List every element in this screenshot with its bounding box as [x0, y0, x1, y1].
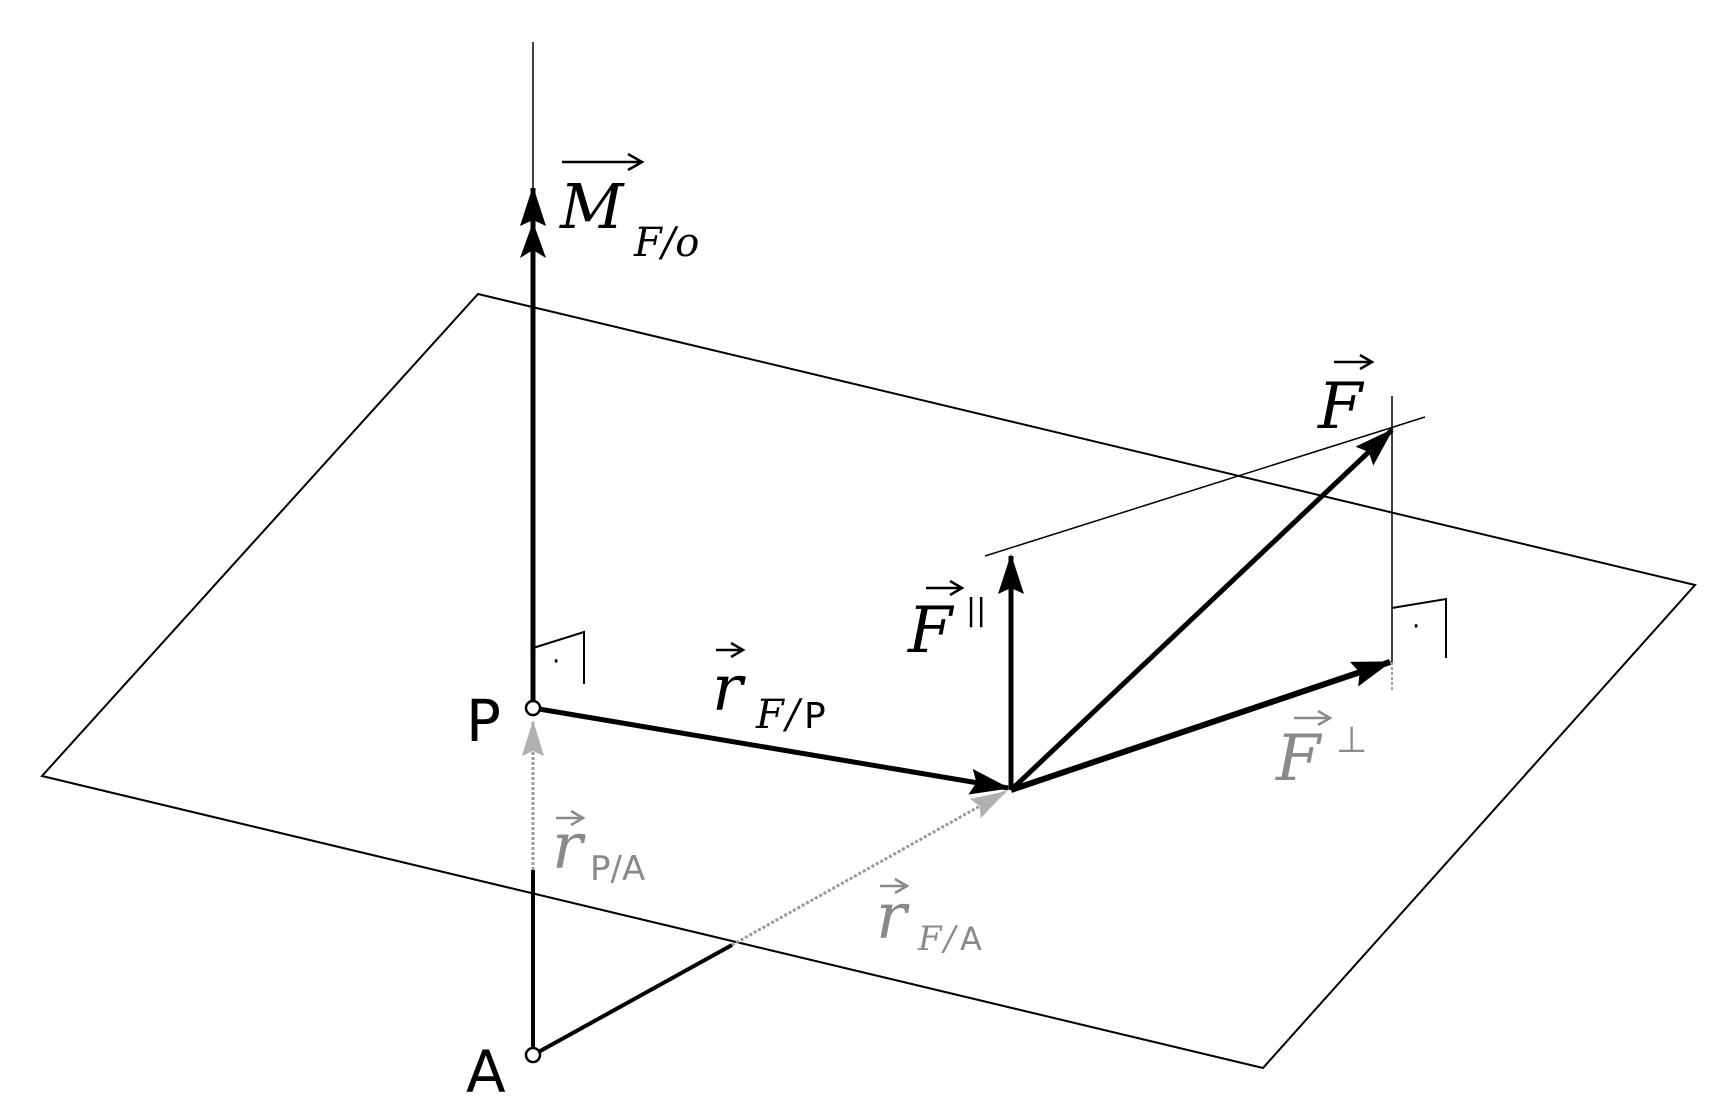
right-angle-marker-f: [1391, 597, 1447, 658]
moment-subscript: F/o: [633, 220, 699, 266]
plane: [40, 292, 1697, 1070]
moment-label: M F/o: [559, 152, 699, 266]
r-f-a-label: r F / A: [876, 877, 982, 959]
right-angle-dot-p: ·: [552, 647, 560, 677]
r-p-a-subscript: P/A: [590, 849, 645, 889]
moment-symbol: M: [559, 170, 625, 243]
r-f-a-sub-italic: F: [917, 919, 943, 959]
parallel-construction-line: [984, 416, 1426, 557]
force-parallel-superscript: ||: [966, 593, 986, 628]
force-perpendicular-superscript: ⊥: [1336, 720, 1367, 761]
force-label: F: [1317, 353, 1375, 444]
r-f-a-vector: [731, 790, 1007, 947]
r-f-p-sub-slash: /: [782, 692, 803, 738]
f-perpendicular-vector: [1010, 659, 1392, 793]
r-f-a-sub-roman: A: [960, 920, 982, 958]
point-a-label: A: [466, 1038, 506, 1106]
r-f-a-sub-slash: /: [941, 919, 959, 959]
f-vector: [1009, 428, 1394, 792]
force-parallel-label: F ||: [907, 579, 986, 668]
right-angle-marker-p: [532, 630, 585, 684]
force-perpendicular-label: F ⊥: [1275, 709, 1367, 796]
r-f-a-line: [532, 943, 733, 1057]
force-perpendicular-symbol: F: [1275, 722, 1323, 796]
r-f-p-symbol: r: [712, 652, 746, 726]
r-p-a-symbol: r: [552, 810, 586, 884]
r-f-p-sub-roman: P: [804, 696, 826, 737]
r-f-a-symbol: r: [876, 880, 910, 954]
force-symbol: F: [1317, 370, 1365, 444]
force-parallel-symbol: F: [907, 594, 955, 668]
right-angle-dot-f: ·: [1412, 612, 1420, 642]
r-f-p-label: r F / P: [712, 641, 826, 738]
moment-arrowhead-inner: [520, 222, 546, 258]
point-a-marker: [524, 1046, 542, 1064]
r-f-p-vector: [532, 705, 1010, 795]
point-p-label: P: [466, 687, 501, 755]
r-f-p-sub-italic: F: [755, 692, 785, 738]
r-p-a-label: r P/A: [552, 809, 645, 889]
point-p-marker: [524, 699, 542, 717]
